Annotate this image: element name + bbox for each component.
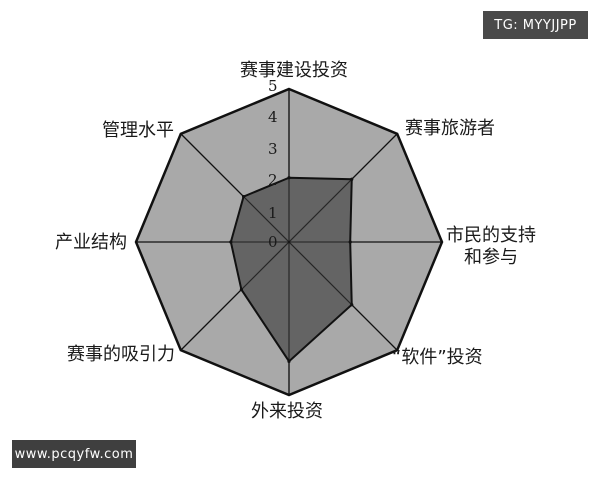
radar-data — [136, 89, 442, 395]
radar-spoke-overlay — [180, 241, 290, 351]
radar-data-point — [229, 240, 233, 244]
tick-label-3: 3 — [268, 140, 278, 158]
axis-label-event-tourists: 赛事旅游者 — [405, 118, 495, 139]
watermark-bottom: www.pcqyfw.com — [12, 440, 136, 468]
axis-label-citizen-support: 市民的支持 和参与 — [446, 225, 536, 268]
radar-data-point — [348, 240, 352, 244]
tick-label-4: 4 — [268, 108, 278, 126]
tick-label-1: 1 — [268, 204, 278, 222]
radar-spoke-overlay — [288, 241, 398, 351]
tick-label-5: 5 — [268, 77, 278, 95]
radar-data-point — [241, 194, 246, 199]
watermark-top: TG: MYYJJPP — [483, 11, 588, 39]
axis-label-industry-structure: 产业结构 — [55, 232, 127, 253]
axis-label-management-level: 管理水平 — [102, 120, 174, 141]
radar-spoke-overlay — [288, 133, 398, 243]
axis-label-construction-investment: 赛事建设投资 — [240, 60, 348, 81]
radar-spoke-overlay — [180, 133, 290, 243]
axis-label-attractiveness: 赛事的吸引力 — [67, 344, 175, 365]
radar-data-point — [239, 288, 243, 292]
radar-data-point — [350, 303, 354, 307]
radar-data-point — [350, 177, 354, 181]
radar-data-point — [287, 176, 291, 180]
tick-label-0: 0 — [268, 233, 278, 251]
radar-data-point — [287, 359, 291, 363]
axis-label-external-investment: 外来投资 — [251, 401, 323, 422]
axis-label-software-investment: “软件”投资 — [392, 347, 483, 368]
tick-label-2: 2 — [268, 171, 278, 189]
